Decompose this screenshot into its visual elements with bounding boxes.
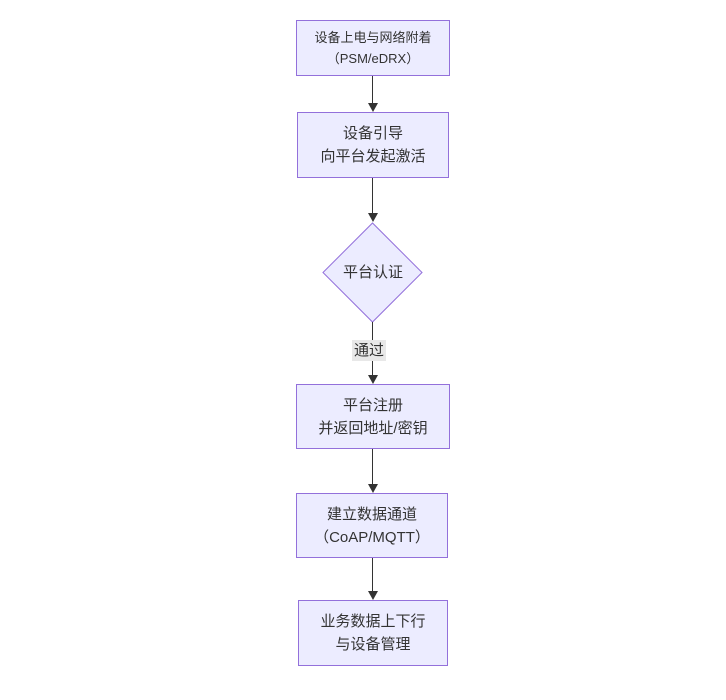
arrow-down-icon: [367, 213, 378, 222]
flow-node-platform-auth: 平台认证: [342, 264, 403, 281]
node-text-line: 与设备管理: [335, 636, 411, 653]
edge-line: [372, 449, 373, 485]
node-text-line: 业务数据上下行: [320, 613, 426, 630]
node-text-line: （PSM/eDRX）: [326, 51, 420, 66]
flow-node-data-channel: 建立数据通道 （CoAP/MQTT）: [296, 493, 448, 558]
node-text-line: 并返回地址/密钥: [318, 419, 428, 437]
node-text-line: 向平台发起激活: [320, 148, 426, 165]
node-text-line: 设备引导: [342, 125, 403, 142]
edge-line: [372, 76, 373, 104]
arrow-down-icon: [367, 591, 378, 600]
edge-line: [372, 178, 373, 214]
node-text-line: 建立数据通道: [326, 505, 417, 523]
arrow-down-icon: [367, 375, 378, 384]
flow-node-device-bootstrap: 设备引导 向平台发起激活: [297, 112, 449, 178]
arrow-down-icon: [367, 103, 378, 112]
edge-line: [372, 558, 373, 592]
node-text-line: （CoAP/MQTT）: [314, 528, 430, 546]
flow-node-platform-register: 平台注册 并返回地址/密钥: [296, 384, 450, 449]
flow-node-business-data: 业务数据上下行 与设备管理: [298, 600, 448, 666]
edge-label-pass: 通过: [352, 340, 387, 361]
node-text-line: 设备上电与网络附着: [314, 30, 432, 45]
node-text-line: 平台注册: [342, 396, 403, 414]
arrow-down-icon: [367, 484, 378, 493]
flow-node-device-power-attach: 设备上电与网络附着 （PSM/eDRX）: [296, 20, 450, 76]
